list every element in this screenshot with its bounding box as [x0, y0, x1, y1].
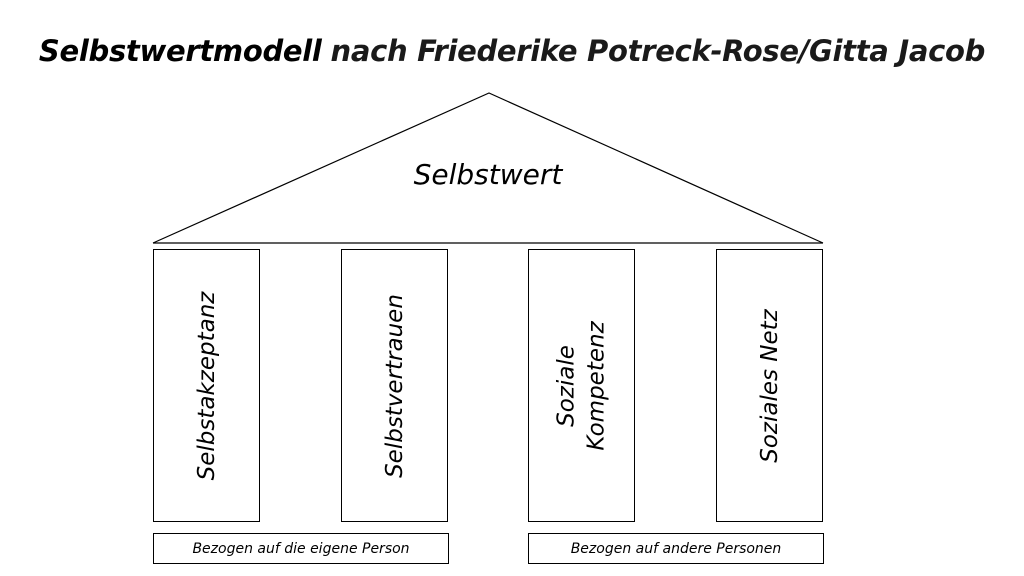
- pillar-label-line2: Kompetenz: [583, 320, 610, 451]
- pillar-soziales-netz: Soziales Netz: [716, 249, 823, 522]
- roof-label: Selbstwert: [413, 158, 563, 191]
- pillar-selbstvertrauen: Selbstvertrauen: [341, 249, 448, 522]
- title-bold-part: Selbstwertmodell: [38, 34, 322, 68]
- pillar-label: Soziale Kompetenz: [551, 321, 612, 450]
- pillar-label-line1: Selbstvertrauen: [381, 293, 408, 478]
- pillar-label-line1: Soziale: [553, 344, 580, 427]
- base-other-persons: Bezogen auf andere Personen: [528, 533, 824, 564]
- pillar-label: Selbstakzeptanz: [191, 291, 221, 480]
- pillar-label: Selbstvertrauen: [379, 294, 409, 478]
- pillar-label-line1: Selbstakzeptanz: [193, 291, 220, 480]
- roof-edges: [152, 92, 824, 244]
- pillar-selbstakzeptanz: Selbstakzeptanz: [153, 249, 260, 522]
- diagram-title: Selbstwertmodell nach Friederike Potreck…: [0, 34, 1024, 68]
- pillar-soziale-kompetenz: Soziale Kompetenz: [528, 249, 635, 522]
- title-rest-part: nach Friederike Potreck-Rose/Gitta Jacob: [330, 34, 986, 68]
- pillar-label-line1: Soziales Netz: [756, 308, 783, 463]
- base-own-person: Bezogen auf die eigene Person: [153, 533, 449, 564]
- pillar-label: Soziales Netz: [754, 309, 784, 463]
